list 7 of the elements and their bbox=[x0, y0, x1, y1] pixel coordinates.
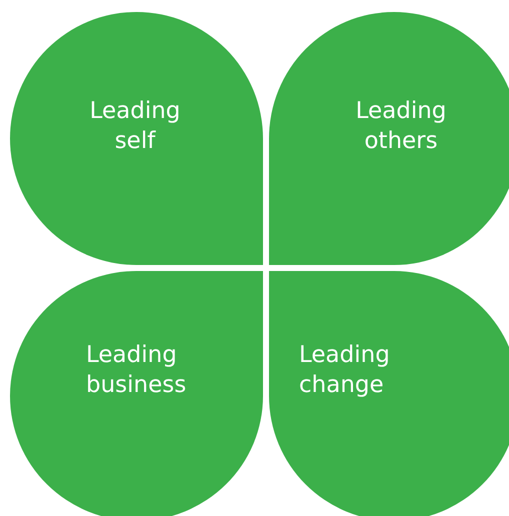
leaf-label: Leading self bbox=[88, 97, 182, 156]
leaf-shape bbox=[10, 271, 263, 516]
leaf-label: Leading others bbox=[354, 97, 448, 156]
leaf-shape bbox=[269, 12, 509, 265]
leaf-label: Leading business bbox=[86, 341, 188, 400]
leaf-label: Leading change bbox=[299, 341, 391, 400]
leaf-shape bbox=[269, 271, 509, 516]
